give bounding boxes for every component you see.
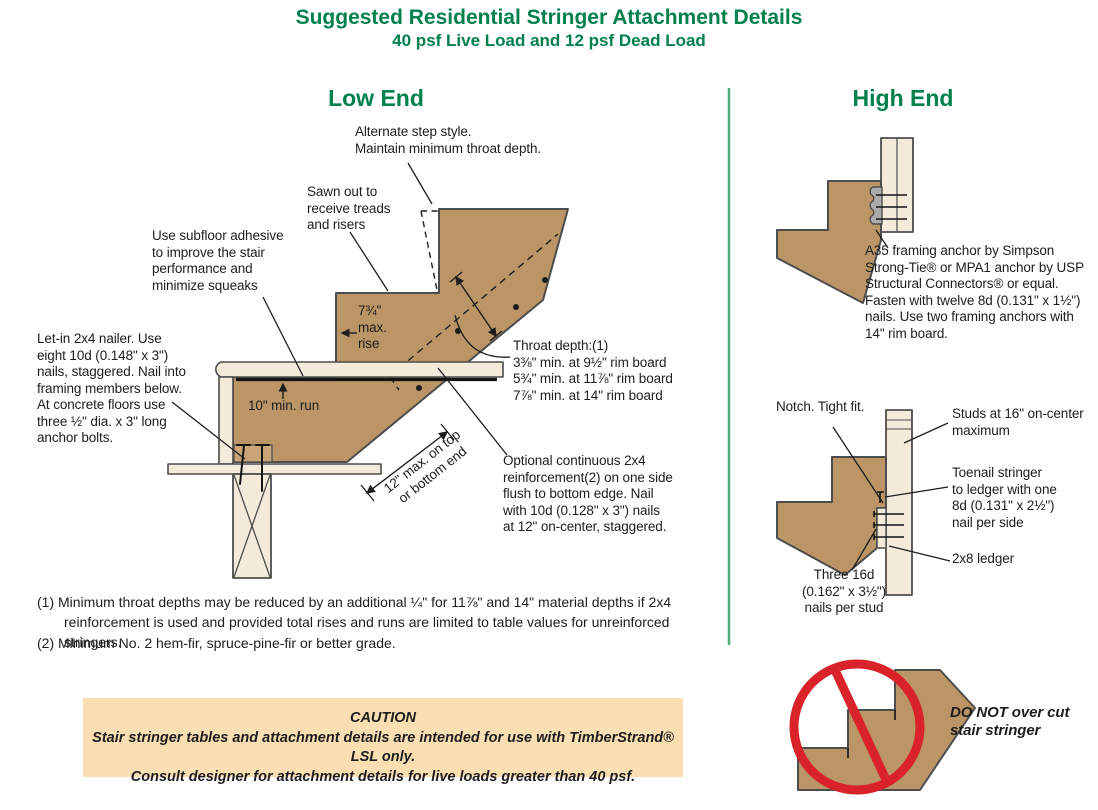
high-end-heading: High End [852, 85, 954, 111]
sawn-out-label: Sawn out to receive treads and risers [307, 184, 391, 232]
floor-board [167, 463, 382, 475]
overcut-stringer [797, 669, 976, 791]
a35-leader [875, 229, 889, 249]
subfloor-adhesive-label: Use subfloor adhesive to improve the sta… [152, 228, 284, 293]
prohibition-circle [789, 659, 925, 795]
tread-board [215, 361, 504, 378]
throat-dimension-arrow [455, 275, 497, 338]
subfloor-leader [262, 296, 304, 377]
high-end-upper-figure [776, 137, 914, 304]
let-in-nailer [233, 444, 273, 463]
high-end-lower-figure [776, 409, 951, 596]
low-end-figure [167, 162, 569, 579]
alternate-step-dashed-line [420, 210, 439, 291]
low-end-leaders [171, 162, 508, 460]
alternate-step-label: Alternate step style. Maintain minimum t… [355, 124, 542, 156]
stud-lower-lines [886, 419, 912, 430]
caution-box: CAUTION Stair stringer tables and attach… [83, 698, 683, 785]
page-subtitle: 40 psf Live Load and 12 psf Dead Load [392, 31, 706, 50]
footnote-2: (2) Minimum No. 2 hem-fir, spruce-pine-f… [37, 635, 396, 651]
studs-leader [903, 422, 949, 444]
high-end-leaders [832, 422, 951, 571]
a35-nails [876, 194, 907, 220]
ledger-label: 2x8 ledger [952, 551, 1015, 566]
max12-dimension-arrow [365, 431, 449, 494]
toenail-leader [884, 486, 949, 498]
let-in-leader [171, 401, 246, 460]
optional-2x4-leader [437, 367, 508, 456]
do-not-label: DO NOT over cut stair stringer [950, 704, 1070, 739]
optional-2x4-label: Optional continuous 2x4 reinforcement(2)… [503, 453, 673, 534]
riser-board [218, 376, 234, 465]
three16d-leader [851, 528, 877, 571]
max12-extension-ticks [360, 423, 455, 502]
notch-leader [832, 426, 884, 504]
throat-depth-label: Throat depth:(1) 3⅜" min. at 9½" rim boa… [513, 338, 673, 403]
sawn-out-leader [349, 231, 389, 292]
caution-text: CAUTION Stair stringer tables and attach… [92, 710, 674, 785]
stringer-lower [776, 456, 887, 576]
do-not-figure [789, 659, 976, 795]
page-title: Suggested Residential Stringer Attachmen… [295, 6, 803, 29]
low-end-heading: Low End [328, 85, 424, 111]
max-rise-label: 7¾" max. rise [358, 303, 387, 351]
post-x-brace [233, 474, 271, 578]
let-in-nailer-label: Let-in 2x4 nailer. Use eight 10d (0.148"… [37, 331, 186, 445]
ledger-2x8 [876, 507, 887, 549]
overcut-kerf-marks [847, 710, 896, 758]
ledger-leader [888, 545, 951, 562]
throat-leader-arc [454, 314, 511, 358]
prohibition-slash [830, 668, 893, 786]
ledger-nails [873, 511, 904, 540]
min-run-label: 10" min. run [248, 398, 320, 413]
anchor-nails [236, 444, 270, 492]
three-16d-label: Three 16d (0.162" x 3½") nails per stud [802, 567, 886, 615]
toenail-label: Toenail stringer to ledger with one 8d (… [952, 465, 1057, 530]
a35-anchor-label: A35 framing anchor by Simpson Strong-Tie… [865, 243, 1084, 341]
throat-dimension-ticks [449, 271, 503, 342]
notch-label: Notch. Tight fit. [776, 399, 865, 414]
studs-label: Studs at 16" on-center maximum [952, 406, 1084, 438]
a35-anchor [869, 186, 883, 225]
footnote-1: (1) Minimum throat depths may be reduced… [37, 594, 672, 650]
alternate-step-leader [407, 162, 433, 205]
